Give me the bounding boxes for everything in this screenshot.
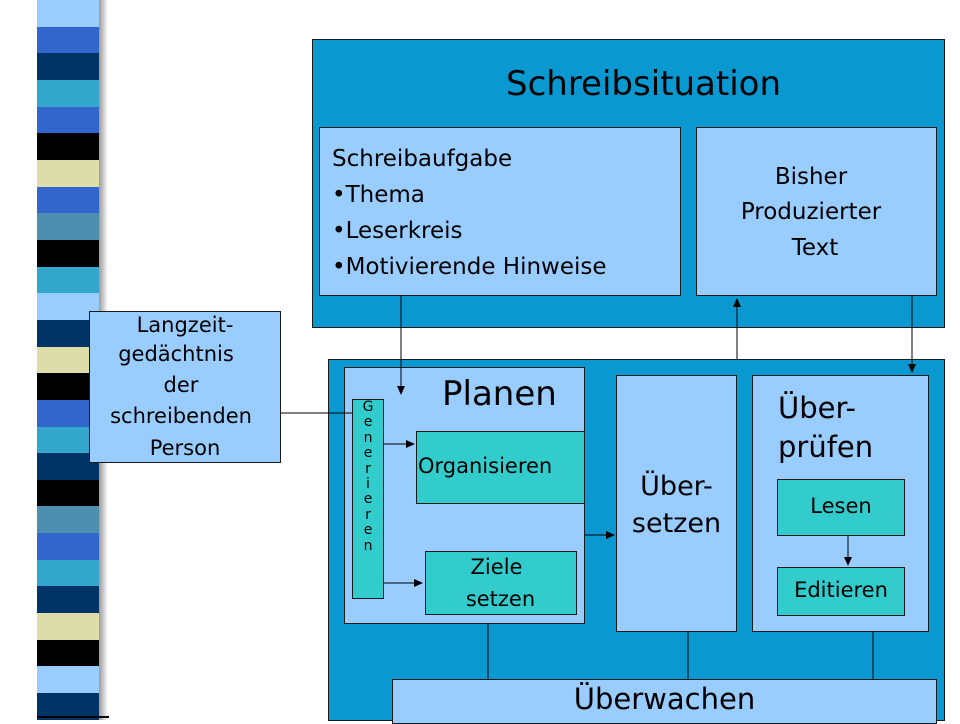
lesen-label: Lesen — [810, 494, 872, 518]
uebersetzen-line-1: Über- — [640, 471, 713, 502]
stripe-band — [37, 293, 99, 320]
stripe-band — [37, 693, 99, 720]
ueberwachen-label: Überwachen — [573, 682, 756, 716]
stripe-band — [37, 586, 99, 614]
generieren-letter: r — [365, 506, 371, 523]
decorative-striped-bar — [37, 0, 99, 720]
stripe-band — [37, 426, 99, 454]
stripe-band — [37, 613, 99, 640]
schreibaufgabe-item-thema: •Thema — [332, 182, 425, 208]
memory-line-3: der — [163, 373, 199, 397]
stripe-band — [37, 53, 99, 80]
stripe-band — [37, 506, 99, 534]
stripe-band — [37, 666, 99, 694]
memory-line-2: gedächtnis — [118, 342, 234, 366]
memory-line-4: schreibenden — [110, 404, 252, 428]
text-box-line-2: Produzierter — [740, 199, 882, 225]
stripe-band — [37, 106, 99, 134]
organisieren-label: Organisieren — [418, 454, 553, 478]
generieren-letter: G — [362, 399, 374, 415]
generieren-letter: r — [365, 460, 371, 477]
generieren-letter: e — [363, 445, 373, 462]
stripe-band — [37, 159, 99, 187]
generieren-letter: e — [363, 491, 373, 508]
stripe-band — [37, 79, 99, 107]
stripe-band — [37, 186, 99, 214]
text-box-line-3: Text — [791, 235, 839, 261]
memory-line-5: Person — [149, 436, 221, 460]
stripe-band — [37, 373, 99, 400]
stripe-band — [37, 479, 99, 507]
decorative-underline — [37, 716, 109, 718]
schreibaufgabe-item-leserkreis: •Leserkreis — [332, 218, 463, 244]
uebersetzen-line-2: setzen — [631, 508, 722, 539]
generieren-letter: i — [366, 476, 370, 493]
ziele-label-line-2: setzen — [465, 587, 536, 611]
schreibaufgabe-heading: Schreibaufgabe — [332, 146, 513, 172]
generieren-letter: n — [363, 537, 373, 554]
uebersetzen-box — [616, 375, 737, 632]
editieren-box — [777, 567, 905, 616]
ueberpruefen-line-1: Über- — [778, 391, 857, 425]
editieren-label: Editieren — [794, 578, 888, 602]
ueberpruefen-line-2: prüfen — [778, 430, 874, 464]
stripe-band — [37, 239, 99, 267]
organisieren-box — [416, 431, 585, 504]
memory-line-1: Langzeit- — [136, 313, 234, 337]
stripe-band — [37, 213, 99, 240]
stripe-band — [37, 559, 99, 587]
generieren-letter: e — [363, 522, 373, 539]
schreibsituation-title: Schreibsituation — [506, 64, 782, 104]
stripe-band — [37, 453, 99, 480]
schreibaufgabe-item-hinweise: •Motivierende Hinweise — [332, 254, 607, 280]
stripe-band — [37, 266, 99, 294]
bisher-produzierter-text-box — [696, 127, 937, 296]
generieren-letter: e — [363, 414, 373, 431]
stripe-band — [37, 0, 99, 27]
stripe-band — [37, 639, 99, 667]
stripe-band — [37, 319, 99, 347]
stripe-band — [37, 399, 99, 427]
stripe-band — [37, 26, 99, 54]
langzeitgedaechtnis-box — [89, 311, 281, 463]
stripe-band — [37, 346, 99, 374]
stripe-band — [37, 533, 99, 560]
stripe-band — [37, 133, 99, 160]
lesen-box — [777, 479, 905, 536]
generieren-box — [352, 399, 384, 599]
ziele-label-line-1: Ziele — [470, 555, 523, 579]
text-box-line-1: Bisher — [774, 164, 848, 190]
generieren-letter: n — [363, 429, 373, 446]
ziele-setzen-box — [425, 551, 577, 615]
planen-title: Planen — [442, 374, 557, 414]
schreibaufgabe-box — [319, 127, 681, 296]
